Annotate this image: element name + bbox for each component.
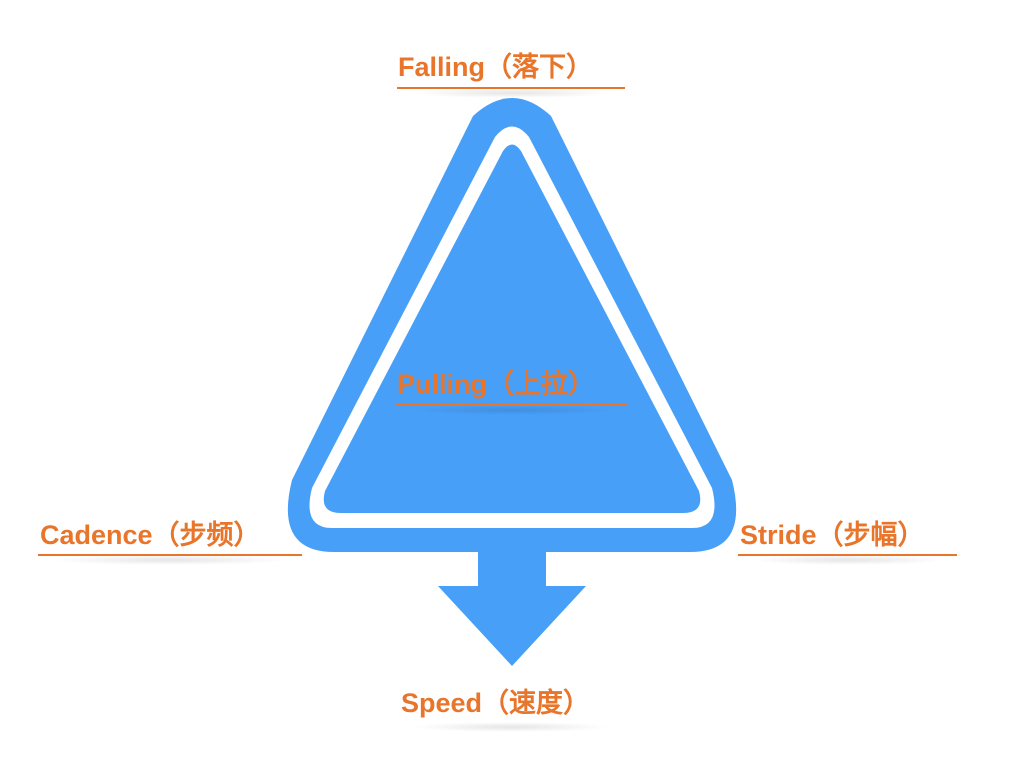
label-stride: Stride（步幅） <box>740 520 925 550</box>
label-pulling: Pulling（上拉） <box>397 369 595 399</box>
label-cadence-underline <box>38 554 302 556</box>
label-pulling-underline <box>396 404 628 406</box>
down-arrow <box>438 552 586 666</box>
label-falling-underline <box>397 87 625 89</box>
label-falling: Falling（落下） <box>398 52 593 82</box>
label-shadow <box>410 88 614 98</box>
label-cadence: Cadence（步频） <box>40 520 261 550</box>
label-shadow <box>750 555 946 565</box>
label-shadow <box>412 722 610 732</box>
label-shadow <box>50 555 290 565</box>
inner-triangle <box>323 144 701 513</box>
label-stride-underline <box>738 554 957 556</box>
label-shadow <box>408 405 618 415</box>
label-speed: Speed（速度） <box>401 688 591 718</box>
